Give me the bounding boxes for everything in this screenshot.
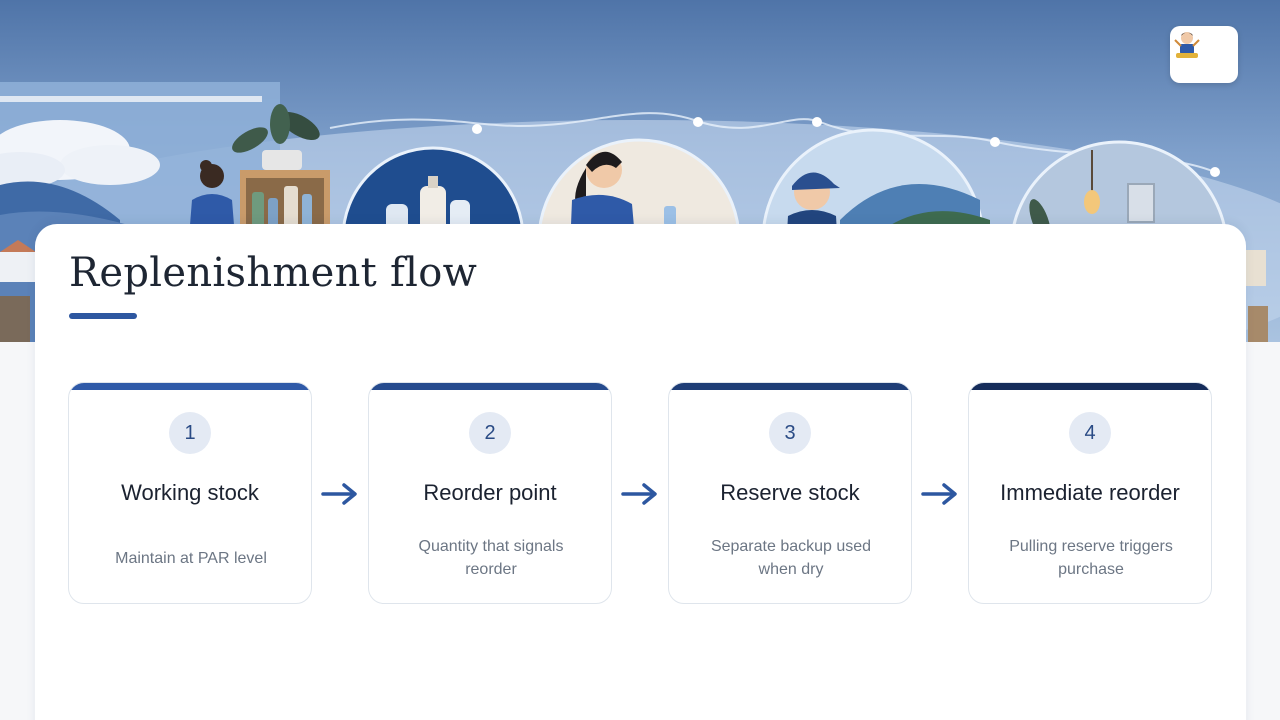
step-title: Reorder point [423, 480, 557, 505]
step-description: Quantity that signals reorder [418, 538, 564, 578]
arrow-right-icon [921, 483, 957, 505]
content-card: Replenishment flow 1 Working stock Maint… [35, 224, 1246, 720]
step-title: Reserve stock [720, 480, 860, 505]
page-title: Replenishment flow [69, 250, 478, 296]
step-number-badge: 2 [469, 412, 511, 454]
step-number-badge: 3 [769, 412, 811, 454]
step-accent-bar [969, 383, 1211, 390]
step-description: Pulling reserve triggers purchase [1009, 538, 1173, 578]
step-title: Working stock [121, 480, 259, 505]
mascot-logo-icon [1174, 32, 1200, 58]
step-card-working-stock: 1 Working stock Maintain at PAR level [68, 382, 312, 604]
step-accent-bar [669, 383, 911, 390]
step-number-badge: 4 [1069, 412, 1111, 454]
step-card-reorder-point: 2 Reorder point Quantity that signals re… [368, 382, 612, 604]
step-card-reserve-stock: 3 Reserve stock Separate backup used whe… [668, 382, 912, 604]
step-description: Maintain at PAR level [115, 550, 267, 567]
arrow-right-icon [621, 483, 657, 505]
step-description: Separate backup used when dry [710, 538, 872, 578]
title-underline [69, 313, 137, 319]
logo-badge[interactable] [1170, 26, 1238, 83]
step-title: Immediate reorder [1000, 480, 1180, 505]
step-number-badge: 1 [169, 412, 211, 454]
step-accent-bar [369, 383, 611, 390]
step-accent-bar [69, 383, 311, 390]
step-card-immediate-reorder: 4 Immediate reorder Pulling reserve trig… [968, 382, 1212, 604]
arrow-right-icon [321, 483, 357, 505]
